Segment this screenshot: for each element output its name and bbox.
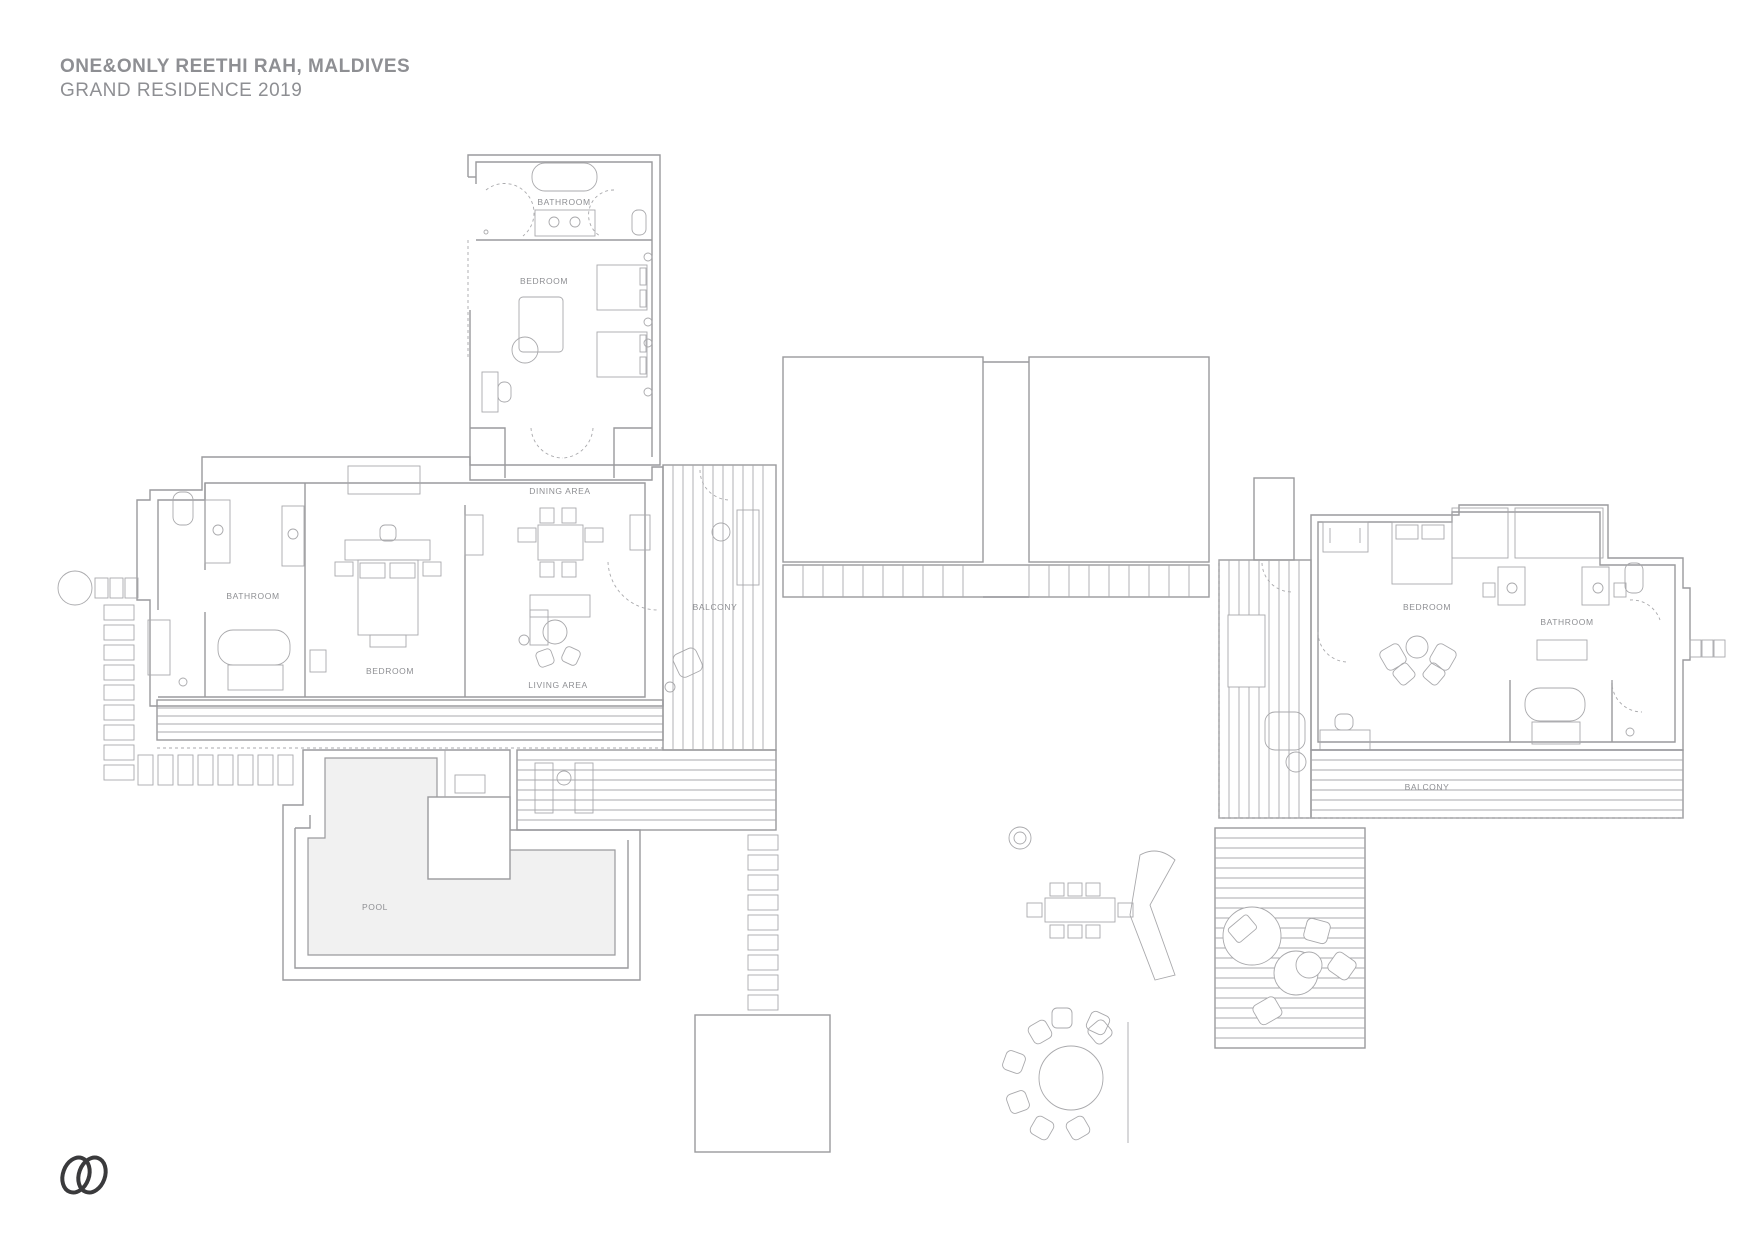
top-bedroom-wing xyxy=(467,154,661,478)
label-bathroom-left: BATHROOM xyxy=(226,591,279,601)
south-terrace xyxy=(1002,826,1366,1143)
label-balcony-center: BALCONY xyxy=(693,602,738,612)
label-bedroom-right: BEDROOM xyxy=(1403,602,1451,612)
plan-subtitle: GRAND RESIDENCE 2019 xyxy=(60,80,303,101)
plan-title: ONE&ONLY REETHI RAH, MALDIVES xyxy=(60,56,411,77)
plan-title-block: ONE&ONLY REETHI RAH, MALDIVES GRAND RESI… xyxy=(60,55,410,103)
label-bathroom-top: BATHROOM xyxy=(537,197,590,207)
label-living-area: LIVING AREA xyxy=(528,680,588,690)
label-bedroom-top: BEDROOM xyxy=(520,276,568,286)
room-labels: BATHROOM BEDROOM DINING AREA BATHROOM BE… xyxy=(226,197,1593,912)
center-balcony xyxy=(662,464,831,1153)
right-wing xyxy=(1218,477,1726,819)
label-pool: POOL xyxy=(362,902,388,912)
main-block xyxy=(136,456,664,749)
left-stepping-stones xyxy=(57,570,294,786)
label-balcony-right: BALCONY xyxy=(1405,782,1450,792)
pool-area xyxy=(282,749,777,981)
label-dining-area: DINING AREA xyxy=(529,486,590,496)
label-bedroom-main: BEDROOM xyxy=(366,666,414,676)
one-and-only-logo-icon xyxy=(60,1155,108,1195)
centre-pavilion xyxy=(782,356,1210,598)
label-bathroom-right: BATHROOM xyxy=(1540,617,1593,627)
